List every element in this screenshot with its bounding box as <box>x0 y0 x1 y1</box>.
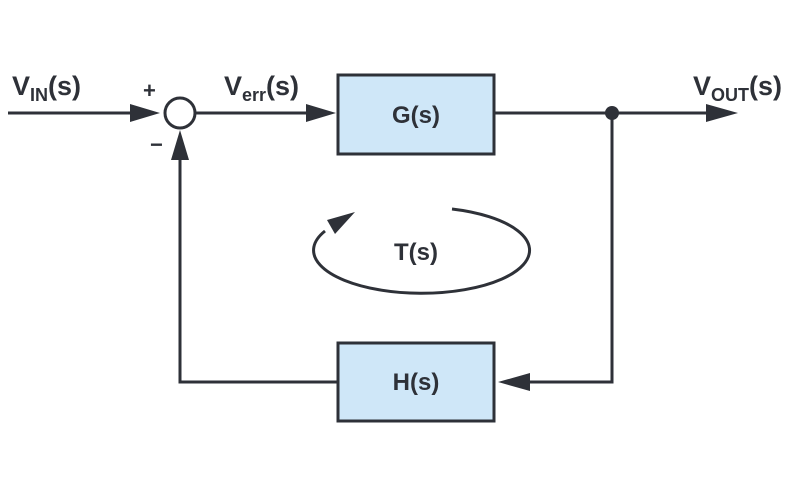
input-label-sub: IN <box>30 85 48 105</box>
loop-gain-arc <box>312 207 532 295</box>
input-label-tail: (s) <box>48 71 81 101</box>
error-label-main: V <box>224 71 242 101</box>
error-label-tail: (s) <box>266 71 299 101</box>
error-arrowhead <box>306 104 336 122</box>
minus-input-arrowhead <box>171 130 189 160</box>
output-label-tail: (s) <box>749 71 782 101</box>
feedback-arrowhead <box>498 373 530 391</box>
feedback-block-h <box>336 341 496 423</box>
feedback-block-label: H(s) <box>393 369 440 396</box>
output-arrowhead <box>706 104 738 122</box>
feedback-wire-right <box>518 113 614 384</box>
output-label: VOUT(s) <box>693 71 782 105</box>
output-label-sub: OUT <box>711 85 749 105</box>
feedback-wire-left <box>178 150 338 384</box>
loop-gain-arrowhead <box>327 212 355 234</box>
minus-sign: − <box>150 132 163 157</box>
input-arrowhead <box>130 104 160 122</box>
output-label-main: V <box>693 71 711 101</box>
input-label-main: V <box>12 71 30 101</box>
forward-block-label: G(s) <box>392 102 440 129</box>
error-label-sub: err <box>242 85 266 105</box>
input-label: VIN(s) <box>12 71 81 105</box>
plus-sign: + <box>143 78 156 103</box>
loop-gain-label: T(s) <box>394 239 438 266</box>
error-label: Verr(s) <box>224 71 299 105</box>
summing-junction <box>163 96 197 130</box>
